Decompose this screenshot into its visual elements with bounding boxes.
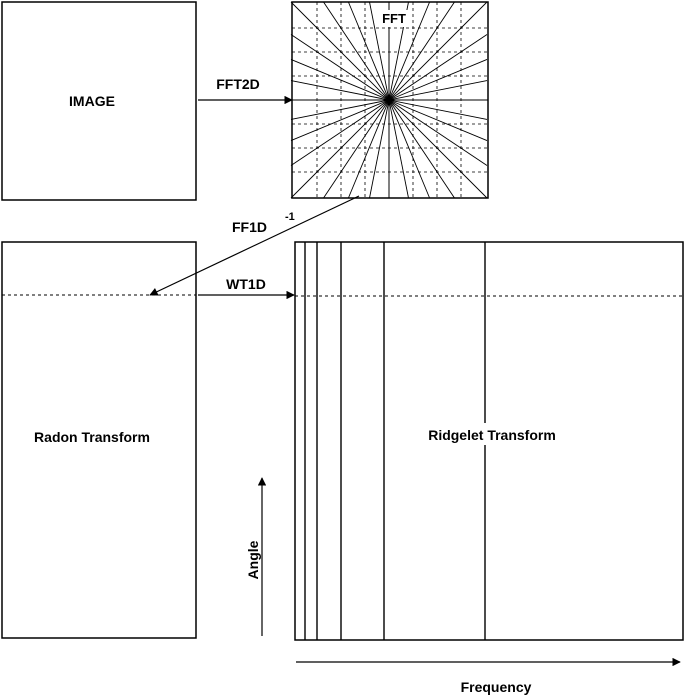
fft-label: FFT <box>382 11 406 26</box>
frequency-axis: Frequency <box>296 657 681 695</box>
frequency-label: Frequency <box>461 679 532 695</box>
ff1d-label: FF1D <box>232 219 267 235</box>
fft2d-arrow-group: FFT2D <box>198 76 293 105</box>
ridgelet-label-bg <box>410 423 572 445</box>
radon-block: Radon Transform <box>1 241 197 639</box>
fft-block: FFT <box>290 1 489 199</box>
wt1d-label: WT1D <box>226 276 266 292</box>
ridgelet-box <box>294 241 684 641</box>
image-box <box>1 1 197 201</box>
ridgelet-label: Ridgelet Transform <box>428 427 556 443</box>
fft-label-bg <box>377 10 411 27</box>
wt1d-arrow-group: WT1D <box>198 276 295 300</box>
ff1d-inverse-arrow-group: FF1D -1 <box>149 195 360 296</box>
image-label: IMAGE <box>69 93 115 109</box>
radon-box <box>1 241 197 639</box>
image-block: IMAGE <box>1 1 197 201</box>
ff1d-inverse-arrow <box>149 195 360 296</box>
ridgelet-block: Ridgelet Transform <box>294 241 684 641</box>
angle-axis: Angle <box>245 477 267 636</box>
fft-box <box>291 1 489 199</box>
ff1d-superscript: -1 <box>285 211 295 223</box>
angle-label: Angle <box>245 540 261 579</box>
fft2d-label: FFT2D <box>216 76 260 92</box>
radon-label: Radon Transform <box>34 429 150 445</box>
